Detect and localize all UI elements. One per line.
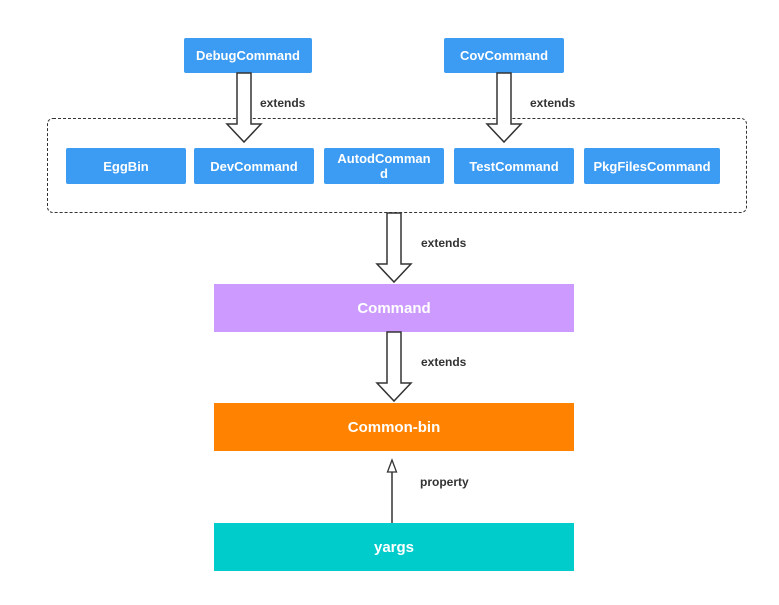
dev-command-node: DevCommand	[194, 148, 314, 184]
cov-command-label: CovCommand	[459, 48, 549, 63]
extends-label-cov: extends	[530, 96, 576, 110]
pkgfiles-command-node: PkgFilesCommand	[584, 148, 720, 184]
eggbin-label: EggBin	[103, 158, 149, 174]
extends-arrow-command	[375, 331, 413, 403]
dev-command-label: DevCommand	[210, 158, 298, 174]
yargs-label: yargs	[373, 538, 415, 556]
command-label: Command	[357, 299, 431, 317]
extends-label-group: extends	[421, 236, 467, 250]
common-bin-node: Common-bin	[214, 403, 574, 451]
property-arrow-head	[386, 458, 398, 473]
extends-label-debug: extends	[260, 96, 306, 110]
eggbin-node: EggBin	[66, 148, 186, 184]
common-bin-label: Common-bin	[347, 418, 441, 436]
pkgfiles-command-label: PkgFilesCommand	[593, 158, 711, 174]
autod-command-node: AutodCommand	[324, 148, 444, 184]
autod-command-label: AutodCommand	[337, 151, 431, 181]
debug-command-label: DebugCommand	[196, 48, 300, 63]
yargs-node: yargs	[214, 523, 574, 571]
cov-command-node: CovCommand	[444, 38, 564, 73]
test-command-node: TestCommand	[454, 148, 574, 184]
test-command-label: TestCommand	[469, 158, 559, 174]
extends-label-command: extends	[421, 355, 467, 369]
command-node: Command	[214, 284, 574, 332]
property-label: property	[420, 475, 469, 489]
extends-arrow-group	[375, 212, 413, 284]
debug-command-node: DebugCommand	[184, 38, 312, 73]
